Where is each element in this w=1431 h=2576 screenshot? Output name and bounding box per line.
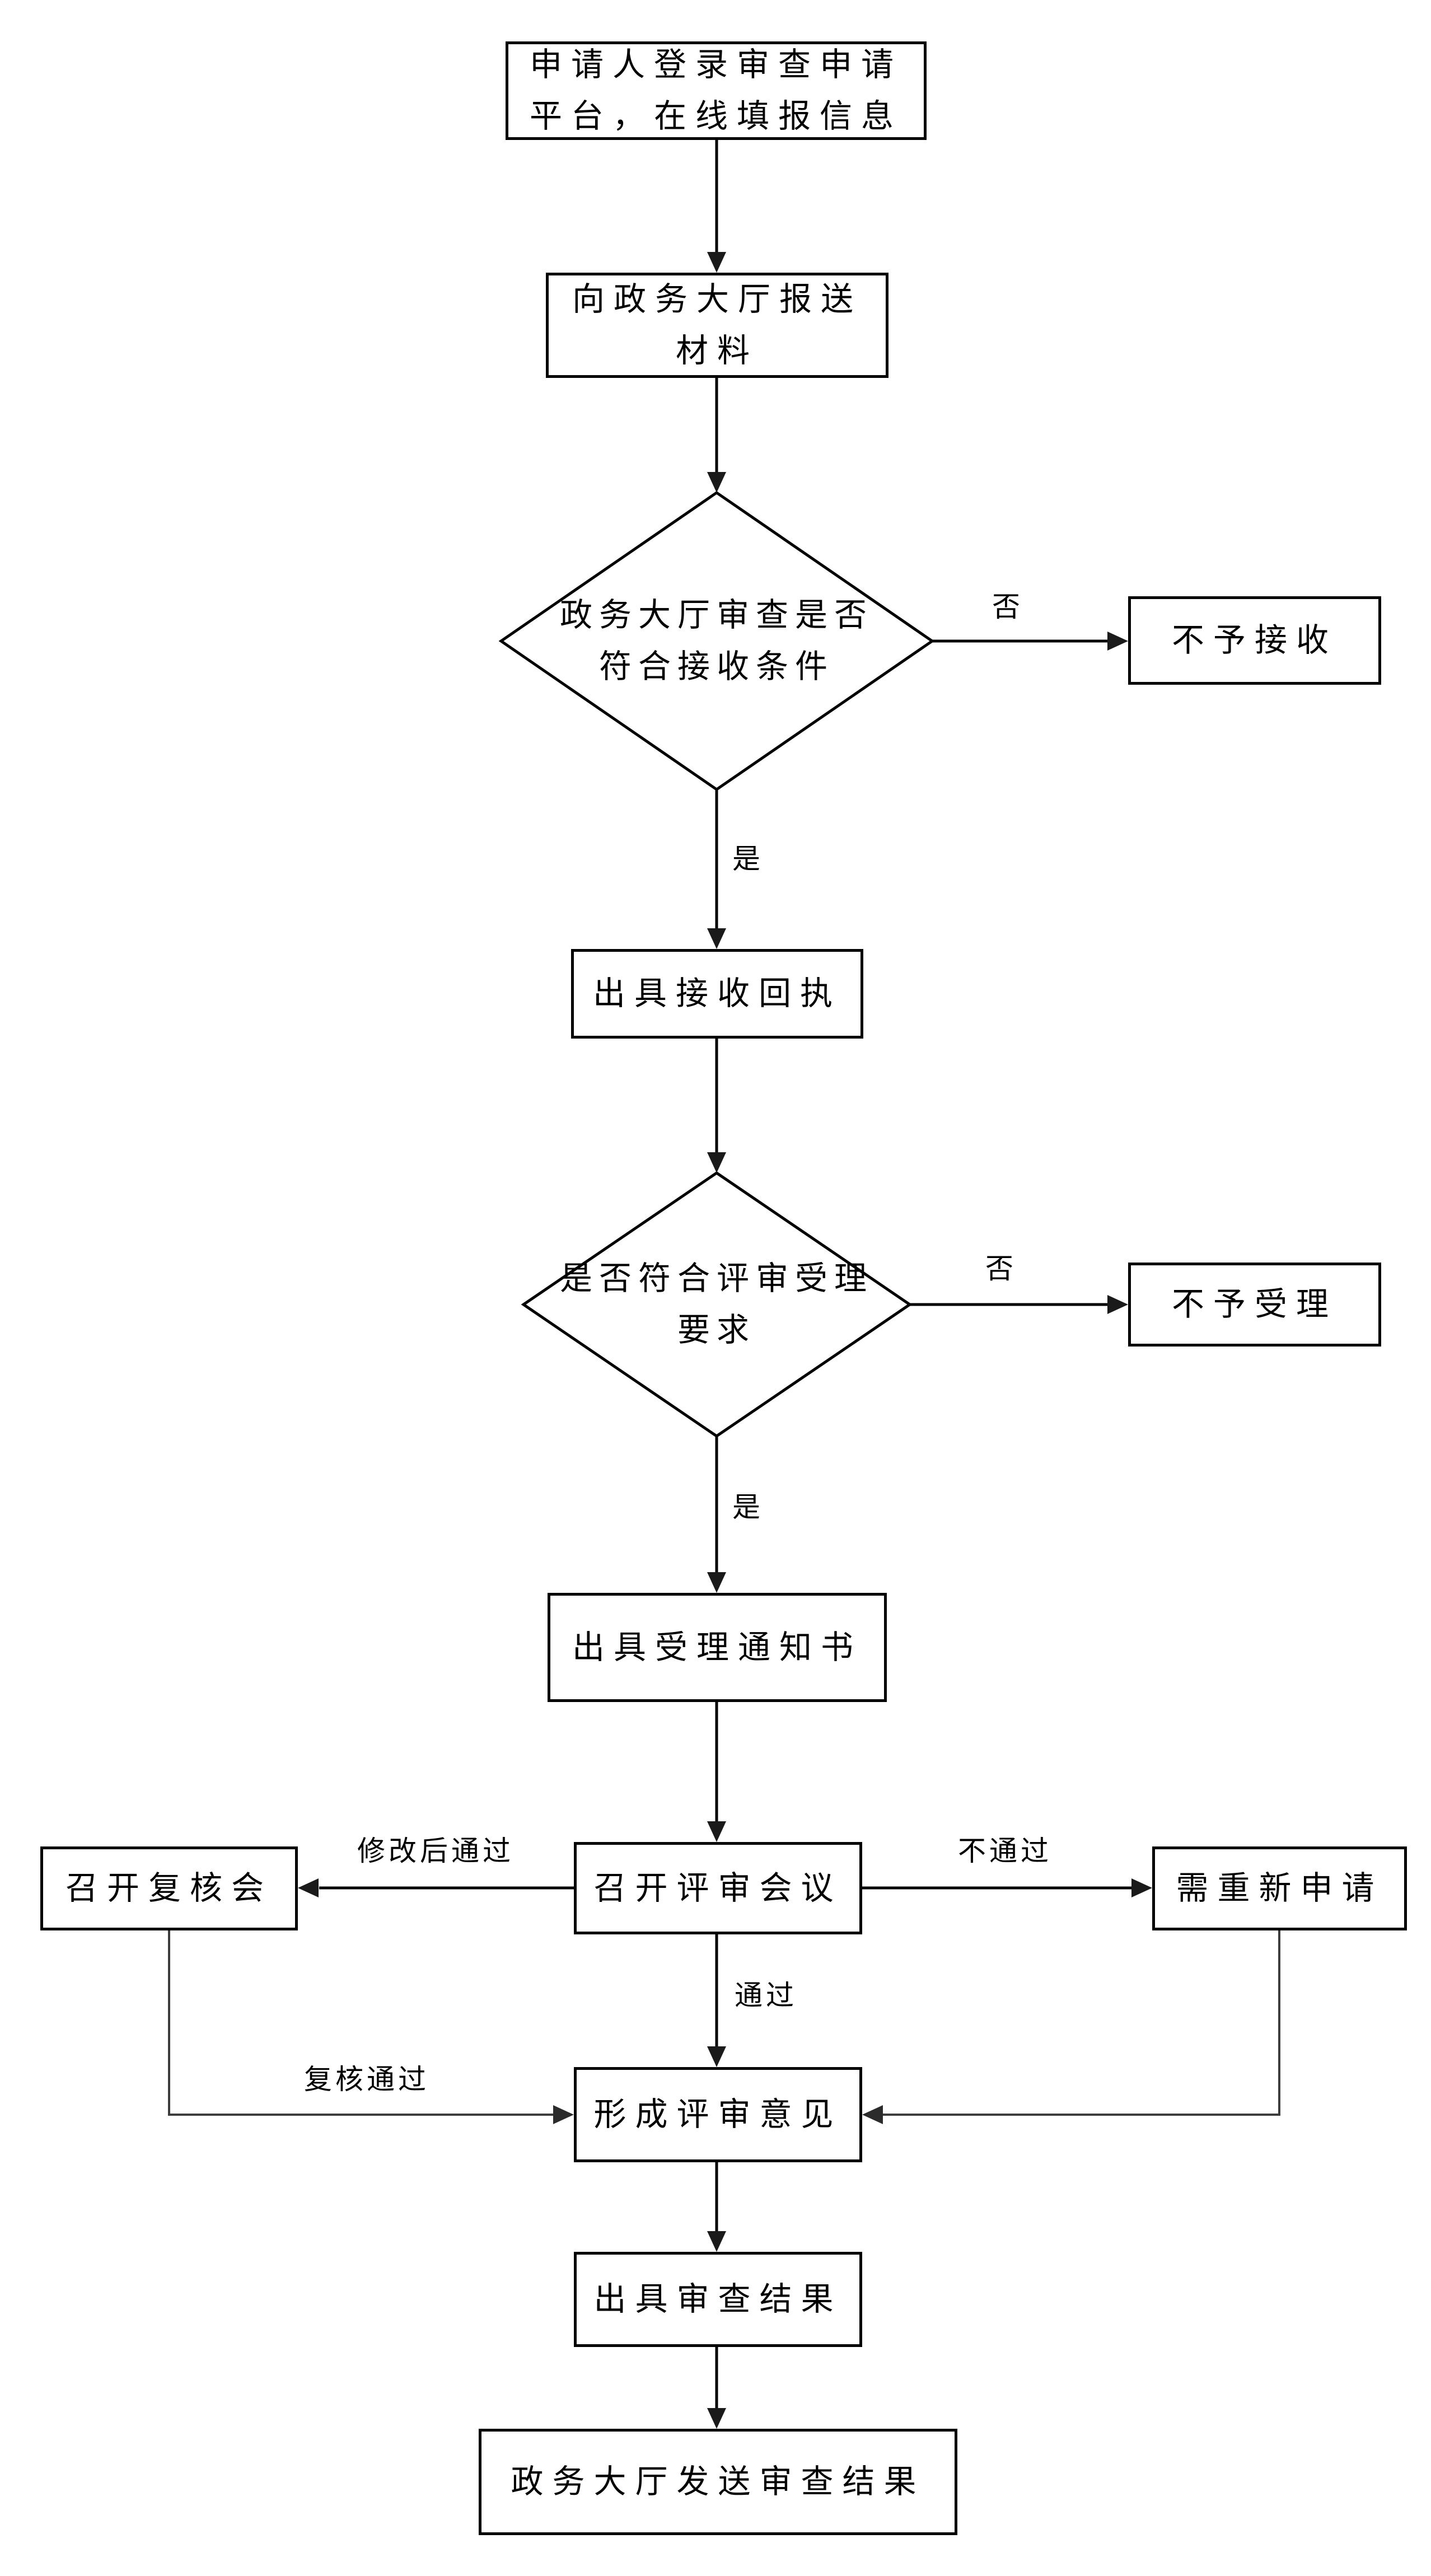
arrow-opinion-to-result: [707, 2162, 726, 2252]
arrow-meeting-to-recheck: [298, 1878, 574, 1897]
node-send-result: 政务大厅发送审查结果: [479, 2429, 957, 2535]
arrow-submit-to-receive-check: [707, 378, 726, 493]
arrow-no-to-no-accept: [910, 1295, 1128, 1314]
edge-label-yes-1: 是: [729, 836, 767, 877]
node-review-meeting: 召开评审会议: [574, 1842, 862, 1934]
arrow-yes-to-receipt: [707, 789, 726, 949]
node-recheck-meeting: 召开复核会: [40, 1846, 298, 1930]
node-acceptance-notice: 出具受理通知书: [548, 1593, 887, 1702]
arrow-no-to-no-receive: [932, 632, 1128, 651]
node-receipt: 出具接收回执: [571, 949, 863, 1039]
decision-accept-check-shape: [521, 1171, 913, 1438]
edge-label-no-1: 否: [989, 585, 1027, 625]
node-no-receive: 不予接收: [1128, 596, 1381, 685]
node-login: 申请人登录审查申请 平台，在线填报信息: [506, 41, 927, 140]
arrow-result-to-send: [707, 2347, 726, 2429]
arrow-meeting-to-reapply: [862, 1878, 1152, 1897]
connector-recheck-to-opinion: [168, 1930, 574, 2124]
edge-label-modified-pass: 修改后通过: [354, 1829, 517, 1869]
edge-label-not-pass: 不通过: [955, 1829, 1055, 1869]
node-review-result: 出具审查结果: [574, 2252, 862, 2347]
edge-label-recheck-pass: 复核通过: [301, 2057, 433, 2097]
node-review-opinion: 形成评审意见: [574, 2067, 862, 2162]
arrow-login-to-submit: [707, 140, 726, 273]
decision-receive-check-shape: [498, 490, 935, 792]
node-reapply: 需重新申请: [1152, 1846, 1407, 1930]
edge-label-pass: 通过: [731, 1973, 801, 2013]
edge-label-yes-2: 是: [729, 1485, 767, 1525]
arrow-receipt-to-accept-check: [707, 1039, 726, 1173]
connector-reapply-to-opinion: [862, 1930, 1280, 2124]
edge-label-no-2: 否: [982, 1246, 1020, 1287]
arrow-yes-to-notice: [707, 1436, 726, 1593]
arrow-notice-to-meeting: [707, 1702, 726, 1842]
arrow-meeting-to-opinion: [707, 1934, 726, 2067]
node-submit-materials: 向政务大厅报送 材料: [546, 273, 888, 378]
node-no-accept: 不予受理: [1128, 1263, 1381, 1347]
